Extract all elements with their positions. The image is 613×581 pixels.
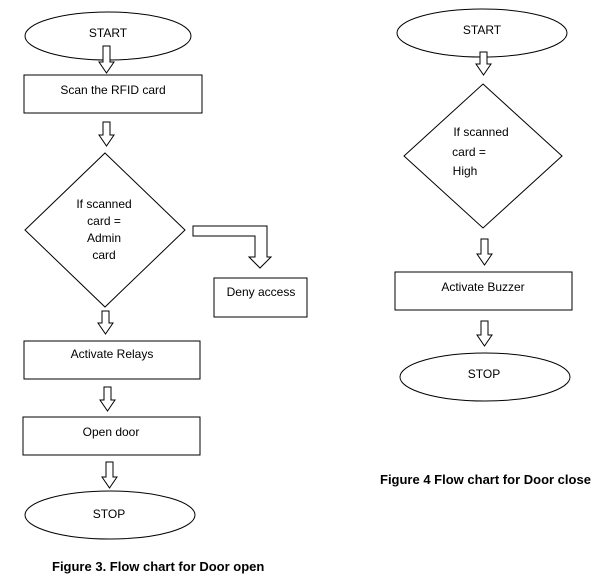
- activate-relays-label: Activate Relays: [71, 347, 154, 361]
- high-decision-line-2: card =: [452, 145, 486, 159]
- door-open-stop-terminal: [24, 490, 196, 540]
- activate-buzzer-label: Activate Buzzer: [441, 280, 524, 294]
- deny-access-label: Deny access: [227, 285, 296, 299]
- arrow-buzzer-to-stop: [476, 320, 493, 347]
- admin-decision-line-4: card: [92, 248, 115, 262]
- activate-relays-step: [23, 340, 201, 380]
- door-close-start-label: START: [463, 23, 502, 37]
- door-close-flowchart: START If scanned card = High Activate Bu…: [380, 8, 591, 487]
- activate-buzzer-step: [394, 271, 573, 311]
- high-card-decision: [403, 83, 563, 229]
- open-door-label: Open door: [83, 425, 140, 439]
- open-door-step: [22, 416, 201, 456]
- scan-rfid-label: Scan the RFID card: [60, 83, 165, 97]
- door-close-stop-terminal: [399, 352, 571, 402]
- door-open-stop-label: STOP: [93, 507, 125, 521]
- high-decision-line-3: High: [453, 164, 478, 178]
- door-open-flowchart: START Scan the RFID card If scanned card…: [22, 11, 308, 574]
- arrow-close-start-to-decision: [475, 51, 492, 76]
- admin-card-decision: [24, 152, 186, 308]
- high-decision-line-1: If scanned: [453, 125, 508, 139]
- arrow-open-to-stop: [101, 461, 118, 489]
- deny-access-step: [213, 277, 308, 318]
- door-open-start-label: START: [89, 26, 128, 40]
- arrow-decision-to-buzzer: [476, 238, 493, 266]
- scan-rfid-step: [23, 74, 203, 114]
- admin-decision-line-1: If scanned: [76, 197, 131, 211]
- figure-3-caption: Figure 3. Flow chart for Door open: [52, 559, 264, 574]
- arrow-relays-to-open: [99, 386, 116, 412]
- arrow-scan-to-decision: [98, 121, 115, 147]
- admin-decision-line-3: Admin: [87, 231, 121, 245]
- door-close-stop-label: STOP: [468, 367, 500, 381]
- figure-4-caption: Figure 4 Flow chart for Door close: [380, 472, 591, 487]
- arrow-start-to-scan: [98, 45, 115, 74]
- arrow-decision-to-relays: [97, 310, 114, 335]
- admin-decision-line-2: card =: [87, 214, 121, 228]
- arrow-decision-to-deny: [192, 225, 273, 269]
